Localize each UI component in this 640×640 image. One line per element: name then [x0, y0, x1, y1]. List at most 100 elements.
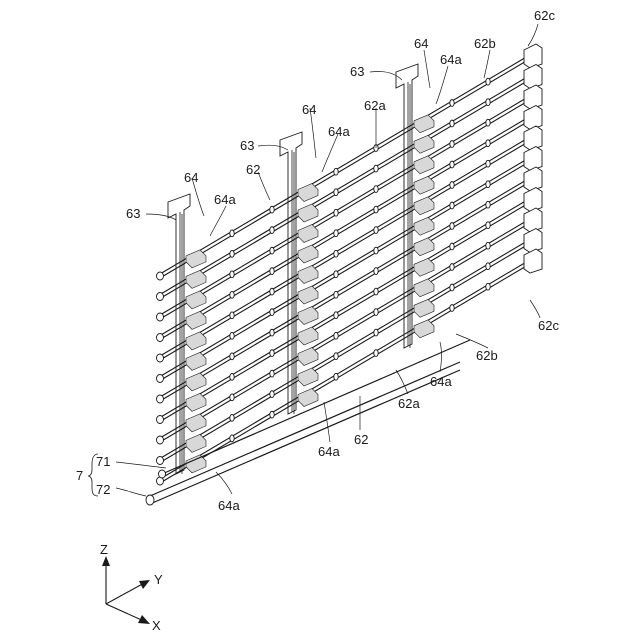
rod-end-cap [524, 147, 542, 171]
rod-collar [450, 243, 454, 250]
rod-collar [450, 161, 454, 168]
support-block [186, 250, 206, 268]
rod-collar [486, 201, 490, 208]
support-block [298, 225, 318, 243]
support-block [298, 266, 318, 284]
support-block [298, 204, 318, 222]
rod-collar [486, 160, 490, 167]
rod-upper-edge [160, 56, 528, 274]
rod-end-cap [524, 208, 542, 232]
rod-end-cap [524, 167, 542, 191]
rod-collar [334, 271, 338, 278]
support-block [414, 320, 434, 338]
label-62a-top: 62a [364, 98, 386, 113]
rod-collar [450, 120, 454, 127]
rod-collar [270, 227, 274, 234]
rod-collar [334, 250, 338, 257]
support-block [186, 352, 206, 370]
support-block [414, 197, 434, 215]
rod-collar [374, 288, 378, 295]
label-63-left: 63 [126, 206, 140, 221]
rod-collar [270, 206, 274, 213]
rod-collar [374, 165, 378, 172]
rod-lower-edge [160, 142, 528, 360]
label-63-right: 63 [350, 64, 364, 79]
rod-collar [486, 140, 490, 147]
support-block [414, 238, 434, 256]
rod-end-cap [524, 126, 542, 150]
rod-collar [334, 291, 338, 298]
rod-upper-edge [160, 220, 528, 438]
support-block [298, 245, 318, 263]
rod-collar [374, 268, 378, 275]
rod-collar [270, 268, 274, 275]
support-block [298, 184, 318, 202]
rod-upper-edge [160, 200, 528, 418]
support-block [186, 393, 206, 411]
rod-collar [270, 247, 274, 254]
rod-end-cap [524, 188, 542, 212]
rod-end-knob [157, 375, 164, 383]
rod-end-cap [524, 249, 542, 273]
rod-collar [374, 350, 378, 357]
rod-upper-edge [160, 241, 528, 459]
rod-collar [334, 353, 338, 360]
rod-upper-edge [160, 77, 528, 295]
rod-collar [486, 242, 490, 249]
support-block [186, 270, 206, 288]
rod-collar [334, 373, 338, 380]
rod-collar [230, 312, 234, 319]
rod-collar [450, 223, 454, 230]
rod-end-knob [157, 436, 164, 444]
rod-lower-edge [160, 183, 528, 401]
rod-collar [230, 271, 234, 278]
rod-collar [334, 189, 338, 196]
support-block [186, 332, 206, 350]
rod-collar [230, 230, 234, 237]
support-block [414, 217, 434, 235]
rod-collar [450, 305, 454, 312]
rod-lower-edge [160, 60, 528, 278]
rod-collar [230, 394, 234, 401]
rod-collar [270, 391, 274, 398]
rod-collar [230, 373, 234, 380]
rod-end-cap [524, 65, 542, 89]
rod-lower-edge [160, 224, 528, 442]
rod-collar [450, 284, 454, 291]
label-71: 71 [96, 454, 110, 469]
label-62b-bottom: 62b [476, 348, 498, 363]
label-64a-bottom-left: 64a [218, 498, 240, 513]
rod-collar [334, 209, 338, 216]
label-62-top: 62 [246, 162, 260, 177]
rod-collar [270, 411, 274, 418]
label-72: 72 [96, 482, 110, 497]
rod-collar [374, 329, 378, 336]
rod-collar [334, 168, 338, 175]
support-block [186, 434, 206, 452]
rod-end-cap [524, 44, 542, 68]
rod-collar [450, 264, 454, 271]
label-62c-top: 62c [534, 8, 555, 23]
rod-collar [486, 119, 490, 126]
support-block [298, 368, 318, 386]
rod-collar [486, 181, 490, 188]
rod-end-cap [524, 106, 542, 130]
support-block [298, 389, 318, 407]
rod-collar [230, 414, 234, 421]
label-64a-bottom-mid: 64a [318, 444, 340, 459]
rod-collar [486, 99, 490, 106]
label-62-bottom: 62 [354, 432, 368, 447]
rod-collar [230, 435, 234, 442]
rod-collar [486, 222, 490, 229]
rod-end-cap [524, 85, 542, 109]
support-block [414, 156, 434, 174]
label-64-left: 64 [184, 170, 198, 185]
end-caps [524, 44, 542, 273]
support-block [414, 299, 434, 317]
rod-end-cap [524, 229, 542, 253]
rod-collar [374, 206, 378, 213]
label-62c-bottom: 62c [538, 318, 559, 333]
rod-end-knob [157, 395, 164, 403]
rod-end-knob [157, 334, 164, 342]
rod-collar [270, 309, 274, 316]
